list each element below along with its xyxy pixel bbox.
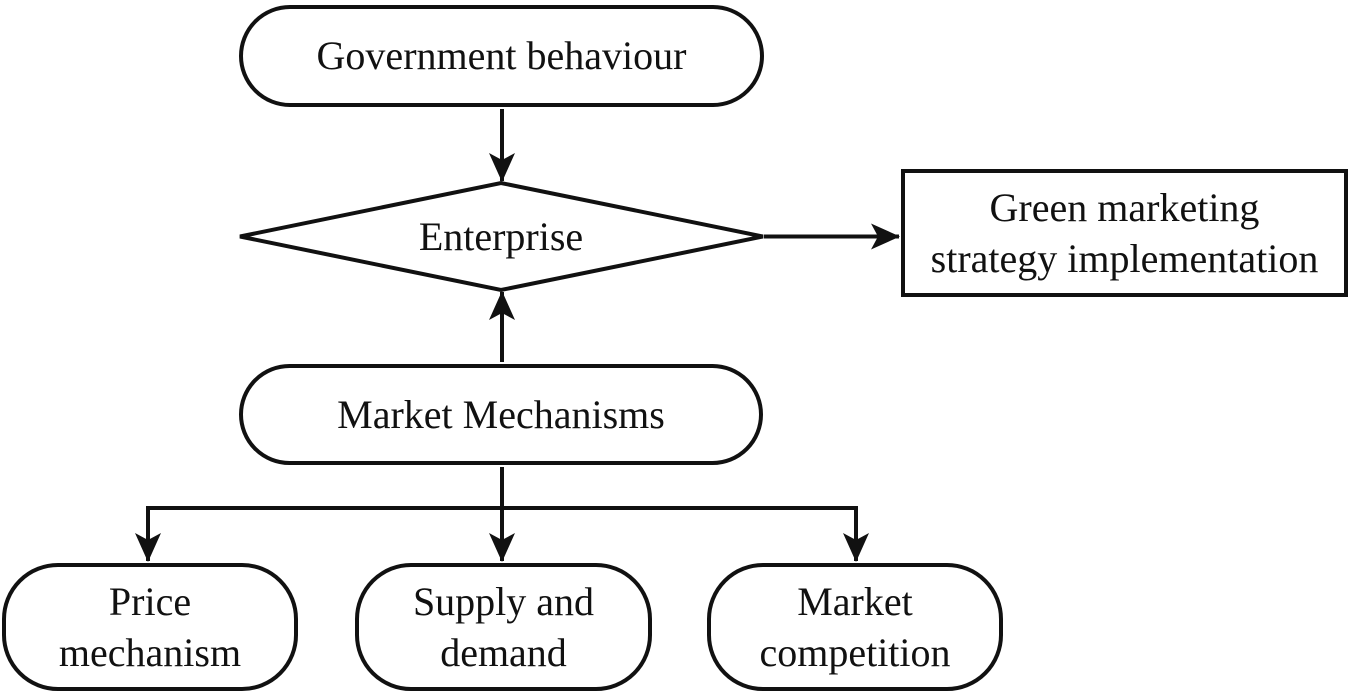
node-green-marketing-strategy-line1: Green marketing (989, 184, 1260, 230)
node-price-mechanism-line2: mechanism (58, 630, 242, 675)
node-supply-and-demand-line2: demand (440, 630, 567, 675)
node-market-competition-line2: competition (759, 630, 951, 675)
enterprise-diamond-shape (239, 180, 764, 293)
node-price-mechanism-line1: Price (108, 578, 192, 624)
node-enterprise-label: Enterprise (418, 213, 584, 259)
node-enterprise: Enterprise (340, 183, 662, 290)
node-supply-and-demand-line1: Supply and (412, 578, 595, 624)
node-market-mechanisms-label: Market Mechanisms (337, 391, 665, 437)
node-green-marketing-strategy-line2: strategy implementation (930, 236, 1319, 281)
node-price-mechanism: Price mechanism (2, 563, 298, 691)
node-market-competition-line1: Market (797, 578, 913, 624)
node-market-mechanisms: Market Mechanisms (239, 364, 763, 465)
node-market-competition: Market competition (707, 563, 1003, 691)
node-government-behaviour: Government behaviour (239, 5, 764, 107)
node-government-behaviour-label: Government behaviour (316, 33, 687, 79)
node-supply-and-demand: Supply and demand (355, 563, 652, 691)
node-green-marketing-strategy: Green marketing strategy implementation (901, 169, 1348, 297)
